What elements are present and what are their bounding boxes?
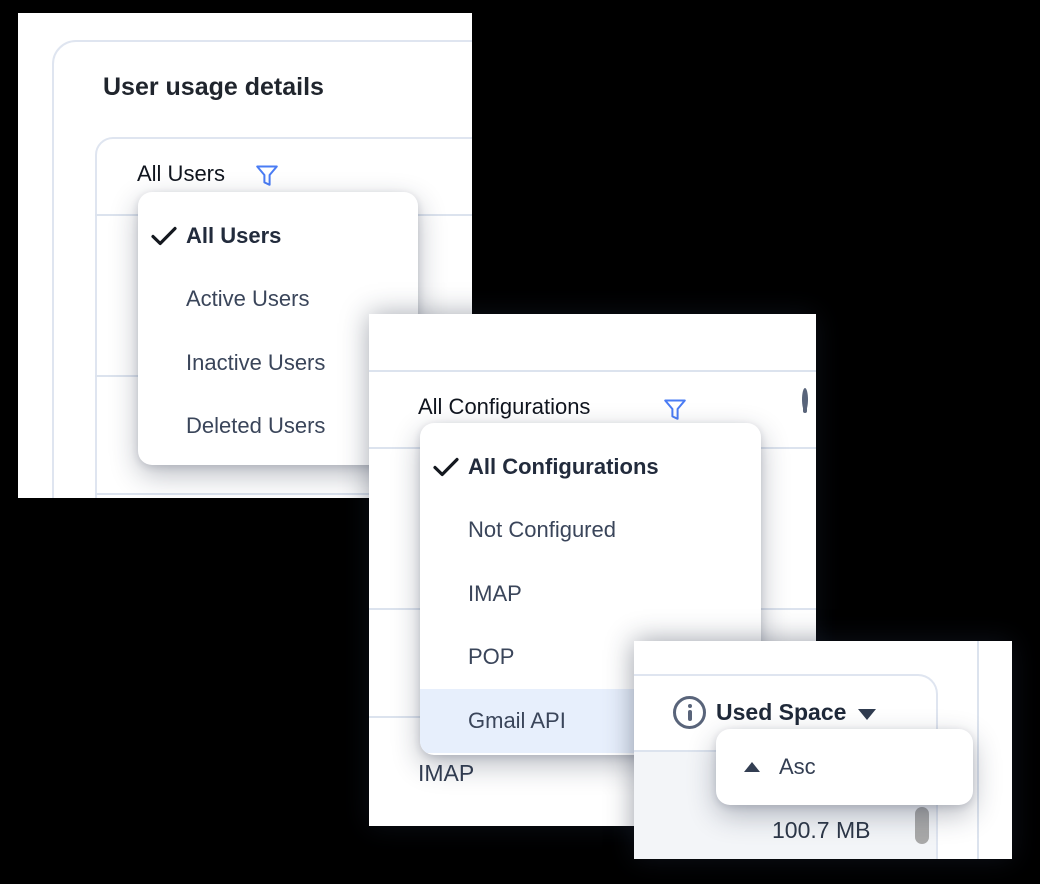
menu-item-label: Not Configured	[468, 517, 616, 543]
table-cell-used-space: 100.7 MB	[772, 817, 871, 843]
table-right-border	[977, 641, 979, 859]
used-space-sort-menu: Asc	[716, 729, 973, 805]
top-divider	[369, 370, 816, 372]
info-icon-dot	[803, 396, 807, 400]
caret-down-icon[interactable]	[858, 709, 877, 720]
menu-item-label: POP	[468, 644, 515, 670]
menu-item-not-configured[interactable]: Not Configured	[420, 499, 761, 563]
menu-item-label: All Users	[186, 222, 282, 248]
page-title: User usage details	[103, 73, 324, 101]
menu-item-label: Gmail API	[468, 707, 566, 733]
menu-item-imap[interactable]: IMAP	[420, 562, 761, 626]
menu-item-inactive-users[interactable]: Inactive Users	[138, 331, 418, 395]
menu-item-sort-asc[interactable]: Asc	[716, 729, 973, 805]
caret-up-icon	[744, 762, 760, 772]
row-divider	[95, 493, 472, 495]
column-header-all-configurations[interactable]: All Configurations	[418, 394, 591, 419]
funnel-filter-icon[interactable]	[255, 164, 279, 188]
table-cell-configuration: IMAP	[418, 760, 475, 786]
info-icon-dot	[687, 704, 692, 708]
menu-item-label: Inactive Users	[186, 349, 326, 375]
menu-item-label: IMAP	[468, 580, 522, 606]
menu-item-all-users[interactable]: All Users	[138, 204, 418, 268]
column-header-label: Used Space	[716, 699, 847, 725]
info-icon-stem	[803, 402, 807, 413]
usage-table-border	[95, 137, 472, 498]
info-icon[interactable]	[802, 388, 808, 413]
usage-card-border	[52, 40, 472, 498]
menu-item-label: Asc	[779, 754, 816, 779]
check-icon	[151, 226, 177, 246]
funnel-filter-icon[interactable]	[663, 398, 687, 422]
vertical-scrollbar-thumb[interactable]	[915, 807, 929, 844]
check-icon	[433, 457, 459, 477]
menu-item-pop[interactable]: POP	[420, 626, 761, 690]
menu-item-label: All Configurations	[468, 453, 659, 479]
menu-item-active-users[interactable]: Active Users	[138, 268, 418, 332]
info-icon[interactable]	[673, 696, 706, 729]
menu-item-deleted-users[interactable]: Deleted Users	[138, 395, 418, 459]
menu-item-label: Active Users	[186, 286, 310, 312]
menu-item-all-configurations[interactable]: All Configurations	[420, 435, 761, 499]
column-header-used-space[interactable]: Used Space	[673, 696, 877, 729]
info-icon-stem	[687, 710, 692, 721]
menu-item-label: Deleted Users	[186, 413, 326, 439]
column-header-all-users[interactable]: All Users	[137, 161, 226, 186]
